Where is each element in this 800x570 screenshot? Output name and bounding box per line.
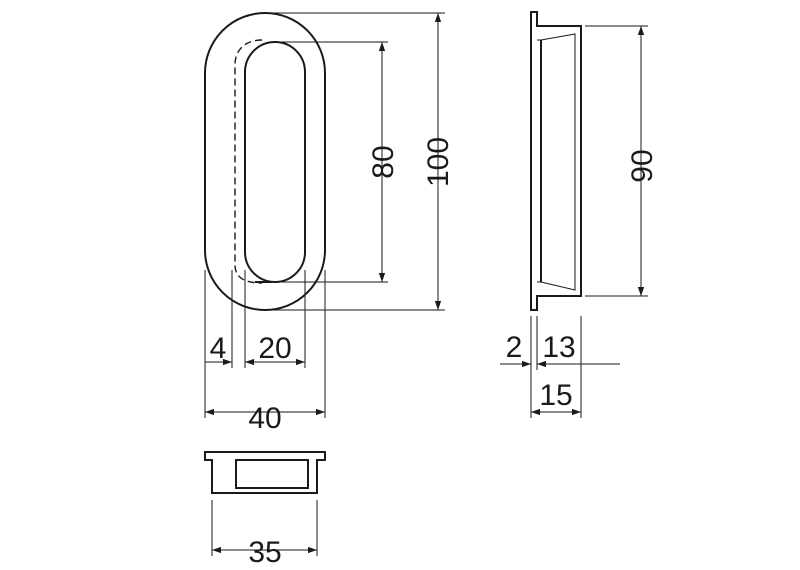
dim-label-4: 4 <box>210 332 227 365</box>
front-inner-hole <box>244 41 306 283</box>
side-inner-recess <box>540 33 576 291</box>
side-profile <box>530 11 582 311</box>
dim-label-35: 35 <box>248 536 281 569</box>
dim-label-13: 13 <box>542 331 575 364</box>
dim-label-40: 40 <box>248 402 281 435</box>
dim-label-80: 80 <box>367 145 400 178</box>
dim-label-100: 100 <box>422 137 455 187</box>
bottom-profile <box>204 451 326 494</box>
front-hidden-recess <box>234 39 263 284</box>
dim-label-90: 90 <box>626 149 659 182</box>
front-outer-outline <box>204 12 326 311</box>
dim-label-15: 15 <box>539 379 572 412</box>
bottom-section-view: 35 <box>204 451 326 569</box>
side-view: 90 2 13 15 <box>500 11 659 418</box>
dim-label-20: 20 <box>258 332 291 365</box>
dim-label-2: 2 <box>506 331 523 364</box>
front-view: 80 100 4 20 40 <box>204 12 455 435</box>
bottom-inner-profile <box>235 459 309 489</box>
